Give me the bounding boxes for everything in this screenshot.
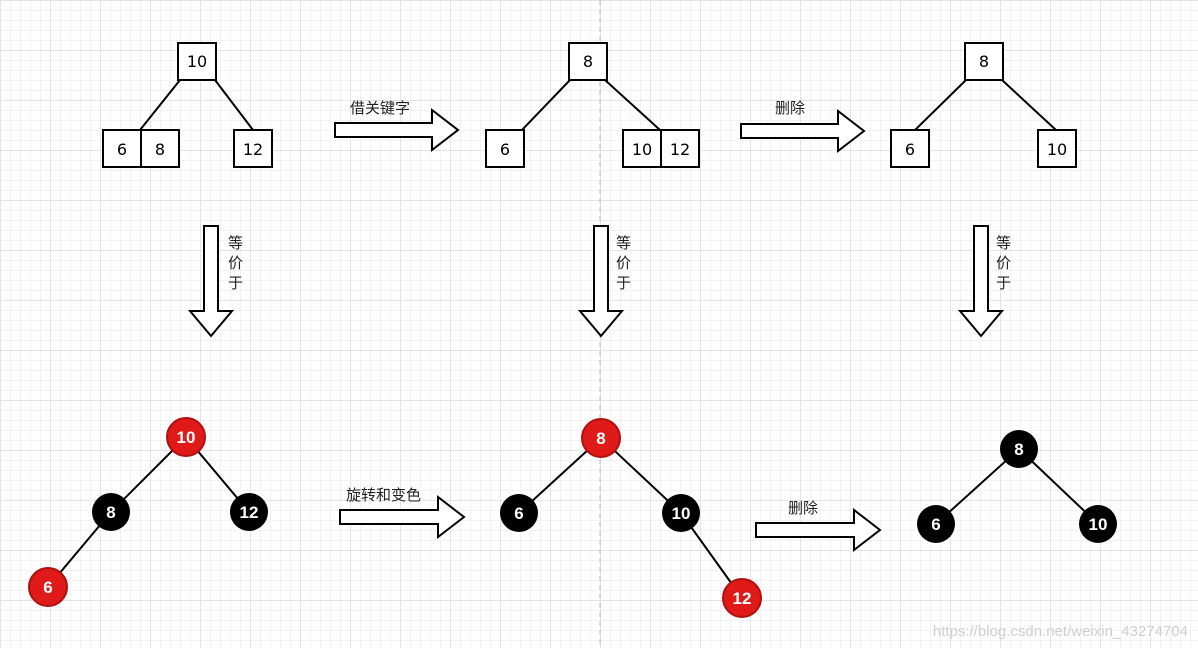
- red-node: [28, 567, 68, 607]
- btree-node: [964, 42, 1004, 81]
- btree-key: 12: [670, 140, 690, 159]
- arrow-label: 删除: [788, 499, 818, 517]
- btree-node: [660, 129, 700, 168]
- arrow-right: [740, 108, 866, 154]
- btree-node: [485, 129, 525, 168]
- arrow-right: [339, 494, 466, 540]
- btree-2: 8 6 10 12: [485, 42, 700, 168]
- node-key: 10: [1089, 515, 1108, 534]
- red-node: [581, 418, 621, 458]
- black-node: [917, 505, 955, 543]
- equivalence-char: 价: [616, 254, 631, 272]
- btree-key: 6: [905, 140, 915, 159]
- equivalence-char: 于: [228, 274, 243, 292]
- btree-node: [1037, 129, 1077, 168]
- edge: [139, 79, 181, 131]
- arrow-right: [755, 507, 882, 553]
- btree-node: [568, 42, 608, 81]
- edge: [604, 79, 661, 131]
- black-node: [92, 493, 130, 531]
- watermark: https://blog.csdn.net/weixin_43274704: [933, 623, 1188, 640]
- edge: [214, 79, 254, 131]
- btree-key: 10: [187, 52, 207, 71]
- node-key: 8: [596, 429, 605, 448]
- equivalence-char: 于: [996, 274, 1011, 292]
- btree-node: [233, 129, 273, 168]
- black-node: [1000, 430, 1038, 468]
- btree-key: 10: [632, 140, 652, 159]
- btree-node: [622, 129, 662, 168]
- red-node: [166, 417, 206, 457]
- node-key: 8: [106, 503, 115, 522]
- node-key: 10: [672, 504, 691, 523]
- equivalence-char: 价: [996, 254, 1011, 272]
- btree-key: 10: [1047, 140, 1067, 159]
- edge: [914, 79, 967, 131]
- black-node: [230, 493, 268, 531]
- node-key: 10: [177, 428, 196, 447]
- black-node: [500, 494, 538, 532]
- red-node: [722, 578, 762, 618]
- arrow-down: [577, 225, 625, 338]
- arrow-down: [957, 225, 1005, 338]
- rbtree-3: 8 6 10: [917, 430, 1117, 543]
- equivalence-char: 等: [996, 234, 1011, 252]
- node-key: 6: [514, 504, 523, 523]
- btree-key: 8: [583, 52, 593, 71]
- black-node: [662, 494, 700, 532]
- equivalence-char: 于: [616, 274, 631, 292]
- equivalence-char: 价: [228, 254, 243, 272]
- arrow-label: 旋转和变色: [346, 486, 421, 504]
- arrow-right: [334, 107, 460, 153]
- btree-key: 12: [243, 140, 263, 159]
- btree-key: 6: [117, 140, 127, 159]
- arrow-label: 删除: [775, 99, 805, 117]
- arrow-label: 借关键字: [350, 99, 410, 117]
- btree-node: [140, 129, 180, 168]
- node-key: 6: [931, 515, 940, 534]
- edge: [521, 79, 571, 131]
- btree-key: 8: [979, 52, 989, 71]
- btree-key: 6: [500, 140, 510, 159]
- equivalence-char: 等: [616, 234, 631, 252]
- btree-3: 8 6 10: [890, 42, 1077, 168]
- node-key: 6: [43, 578, 52, 597]
- node-key: 8: [1014, 440, 1023, 459]
- btree-1: 10 6 8 12: [102, 42, 273, 168]
- rbtree-1: 10 8 12 6: [28, 417, 268, 607]
- equivalence-char: 等: [228, 234, 243, 252]
- btree-node: [890, 129, 930, 168]
- arrow-down: [187, 225, 235, 338]
- btree-key: 8: [155, 140, 165, 159]
- black-node: [1079, 505, 1117, 543]
- btree-node: [177, 42, 217, 81]
- rbtree-2: 8 6 10 12: [500, 418, 762, 618]
- node-key: 12: [733, 589, 752, 608]
- node-key: 12: [240, 503, 259, 522]
- edge: [1001, 79, 1057, 131]
